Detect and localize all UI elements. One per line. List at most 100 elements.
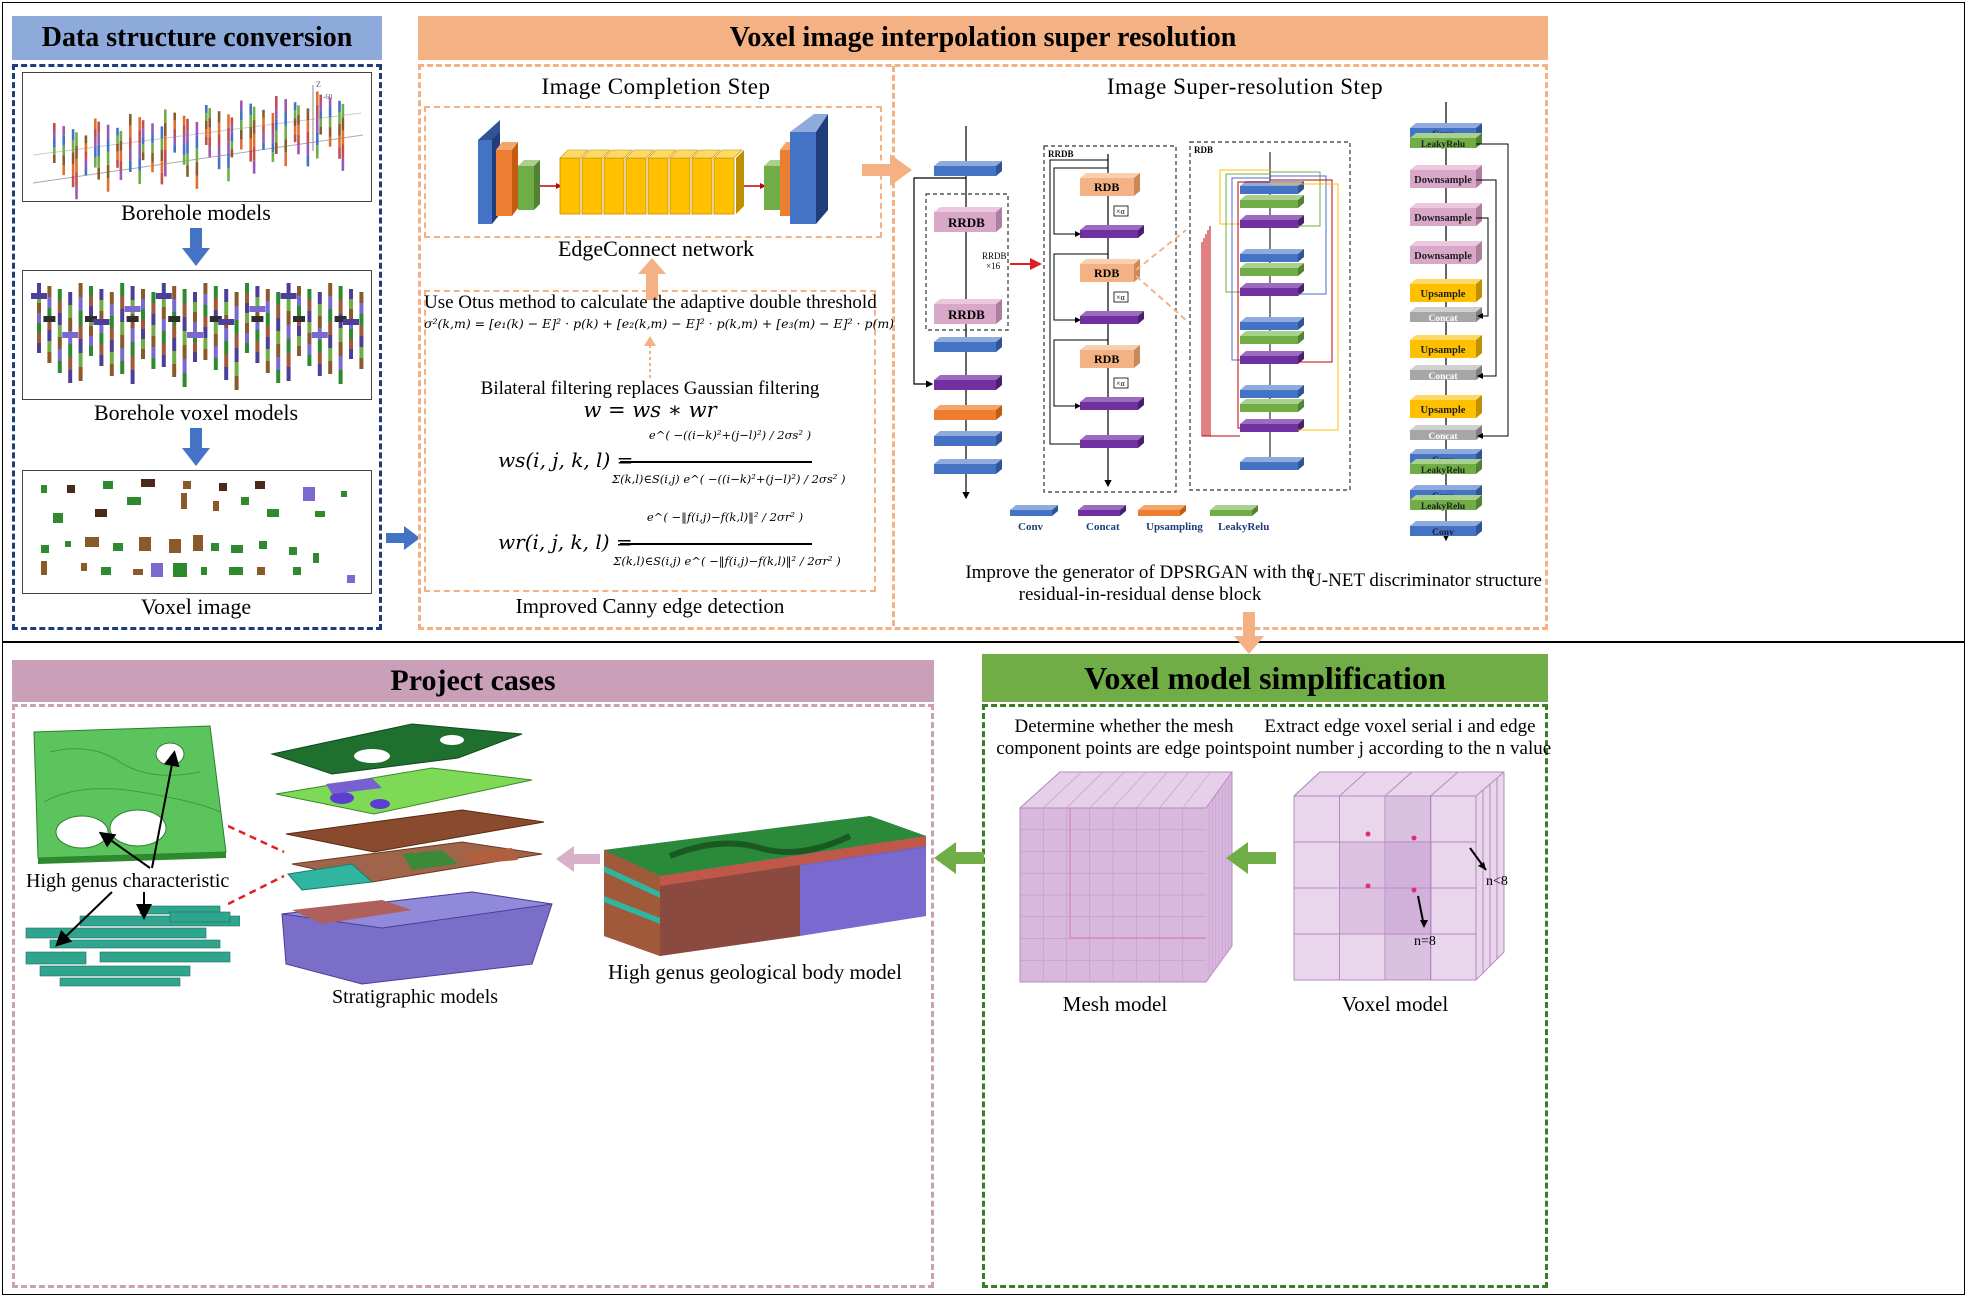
svg-text:-60: -60	[323, 93, 333, 101]
right-arrow-to-interp	[386, 526, 420, 550]
simplification-title: Voxel model simplification	[1084, 659, 1446, 696]
unet-downsample-3: Downsample	[1414, 213, 1472, 224]
alpha-1: ×α	[1116, 207, 1126, 216]
ws-lhs: ws(i, j, k, l) =	[498, 448, 634, 472]
red-dashed-links	[228, 824, 285, 906]
ws-den: Σ(k,l)∈S(i,j) e^( −((i−k)²+(j−l)²) / 2σs…	[612, 472, 846, 486]
unet-downsample-2: Downsample	[1414, 175, 1472, 186]
edgeconnect-label: EdgeConnect network	[557, 236, 755, 261]
voxel-text-2: point number j according to the n value	[1252, 738, 1552, 759]
wr-den: Σ(k,l)∈S(i,j) e^( −‖f(i,j)−f(k,l)‖² / 2σ…	[613, 554, 841, 568]
rrdb-detail-label: RRDB	[1048, 149, 1074, 159]
up-arrow-orange	[638, 258, 666, 300]
rrdb-x16-a: RRDB	[982, 251, 1007, 261]
w-formula: w = ws ∗ wr	[583, 398, 717, 422]
left-arrow-green-1	[1226, 842, 1276, 874]
stratigraphic-label: Stratigraphic models	[331, 986, 499, 1008]
wr-lhs: wr(i, j, k, l) =	[498, 530, 633, 554]
mesh-text-2: component points are edge points	[996, 738, 1252, 759]
rdb-block-2: RDB	[1094, 266, 1119, 280]
project-panel	[12, 704, 934, 1288]
unet-concat-8: Concat	[1428, 372, 1458, 382]
sr-title: Image Super-resolution Step	[1106, 74, 1384, 99]
voxel-interp-title: Voxel image interpolation super resoluti…	[729, 22, 1237, 53]
rdb-block-1: RDB	[1094, 180, 1119, 194]
borehole-models-label: Borehole models	[121, 200, 271, 225]
completion-divider	[892, 66, 895, 626]
mesh-cube	[1018, 771, 1233, 983]
canny-box	[424, 290, 876, 592]
svg-text:Z: Z	[316, 80, 321, 89]
sigma-formula: σ²(k,m) = [e₁(k) − E]² · p(k) + [e₂(k,m)…	[424, 316, 895, 331]
voxel-point-2	[1365, 883, 1371, 889]
bilateral-text: Bilateral filtering replaces Gaussian fi…	[480, 378, 820, 399]
mesh-model-label: Mesh model	[1062, 992, 1168, 1016]
left-arrow-pink	[556, 846, 600, 872]
completion-title: Image Completion Step	[541, 74, 771, 99]
voxel-interp-header: Voxel image interpolation super resoluti…	[418, 16, 1548, 60]
stratigraphic-model	[270, 723, 553, 985]
data-structure-header: Data structure conversion	[12, 16, 382, 60]
generator-caption-1: Improve the generator of DPSRGAN with th…	[965, 562, 1315, 583]
down-arrow-2	[182, 428, 210, 466]
unet-concat-10: Concat	[1428, 432, 1458, 442]
voxel-model-label: Voxel model	[1341, 992, 1449, 1016]
voxel-point-3	[1411, 887, 1417, 893]
unet-conv-15: Conv	[1432, 528, 1454, 538]
unet-upsample-7: Upsample	[1421, 345, 1466, 356]
left-arrow-green-2	[934, 842, 984, 874]
data-structure-title: Data structure conversion	[41, 22, 353, 53]
legend-upsampling: Upsampling	[1146, 521, 1203, 533]
mesh-text-1: Determine whether the mesh	[1014, 716, 1234, 737]
rrdb-block-2: RRDB	[948, 307, 985, 322]
simplification-header: Voxel model simplification	[982, 654, 1548, 702]
ws-num: e^( −((i−k)²+(j−l)²) / 2σs² )	[648, 428, 812, 442]
unet-upsample-5: Upsample	[1421, 289, 1466, 300]
legend-leakyrelu: LeakyRelu	[1218, 521, 1269, 533]
unet-leakyrelu-12: LeakyRelu	[1421, 466, 1466, 476]
high-genus-label: High genus characteristic	[26, 870, 230, 893]
n-eq-8-label: n=8	[1414, 934, 1436, 949]
data-structure-panel	[12, 64, 382, 630]
unet-upsample-9: Upsample	[1421, 405, 1466, 416]
geo-body-model	[604, 816, 926, 956]
borehole-voxel-models-label: Borehole voxel models	[93, 400, 299, 425]
n-lt-8-label: n<8	[1486, 874, 1508, 889]
borehole-models-image: Z -60	[22, 72, 372, 202]
high-genus-teal-layer	[25, 905, 240, 987]
wr-fraction-line	[620, 543, 812, 545]
alpha-3: ×α	[1116, 379, 1126, 388]
canny-label: Improved Canny edge detection	[515, 594, 785, 618]
voxel-interp-panel	[418, 64, 1548, 630]
rdb-block-3: RDB	[1094, 352, 1119, 366]
project-header: Project cases	[12, 660, 934, 702]
unet-leakyrelu-1: LeakyRelu	[1421, 140, 1466, 150]
unet-downsample-4: Downsample	[1414, 251, 1472, 262]
legend-concat: Concat	[1086, 521, 1120, 533]
right-arrow-orange	[862, 154, 912, 186]
unet-leakyrelu-14: LeakyRelu	[1421, 502, 1466, 512]
voxel-text-1: Extract edge voxel serial i and edge	[1264, 716, 1536, 737]
wr-num: e^( −‖f(i,j)−f(k,l)‖² / 2σr² )	[646, 510, 804, 524]
voxel-point-0	[1365, 831, 1371, 837]
rrdb-x16-b: ×16	[986, 261, 1001, 271]
unet-diagram: ConvLeakyReluDownsampleDownsampleDownsam…	[1410, 102, 1509, 542]
voxel-image-label: Voxel image	[140, 594, 252, 619]
otus-text: Use Otus method to calculate the adaptiv…	[424, 292, 877, 313]
project-title: Project cases	[390, 664, 556, 697]
rrdb-block-1: RRDB	[948, 215, 985, 230]
down-arrow-1	[182, 228, 210, 266]
voxel-image	[22, 470, 372, 594]
unet-concat-6: Concat	[1428, 314, 1458, 324]
ws-fraction-line	[620, 461, 812, 463]
geo-body-label: High genus geological body model	[608, 960, 902, 984]
voxel-cube	[1293, 771, 1505, 981]
borehole-voxel-models-image	[22, 270, 372, 400]
generator-caption-2: residual-in-residual dense block	[1018, 584, 1262, 605]
simplification-panel	[982, 704, 1548, 1288]
alpha-2: ×α	[1116, 293, 1126, 302]
high-genus-arrows	[55, 750, 180, 947]
discriminator-caption: U-NET discriminator structure	[1308, 570, 1542, 591]
